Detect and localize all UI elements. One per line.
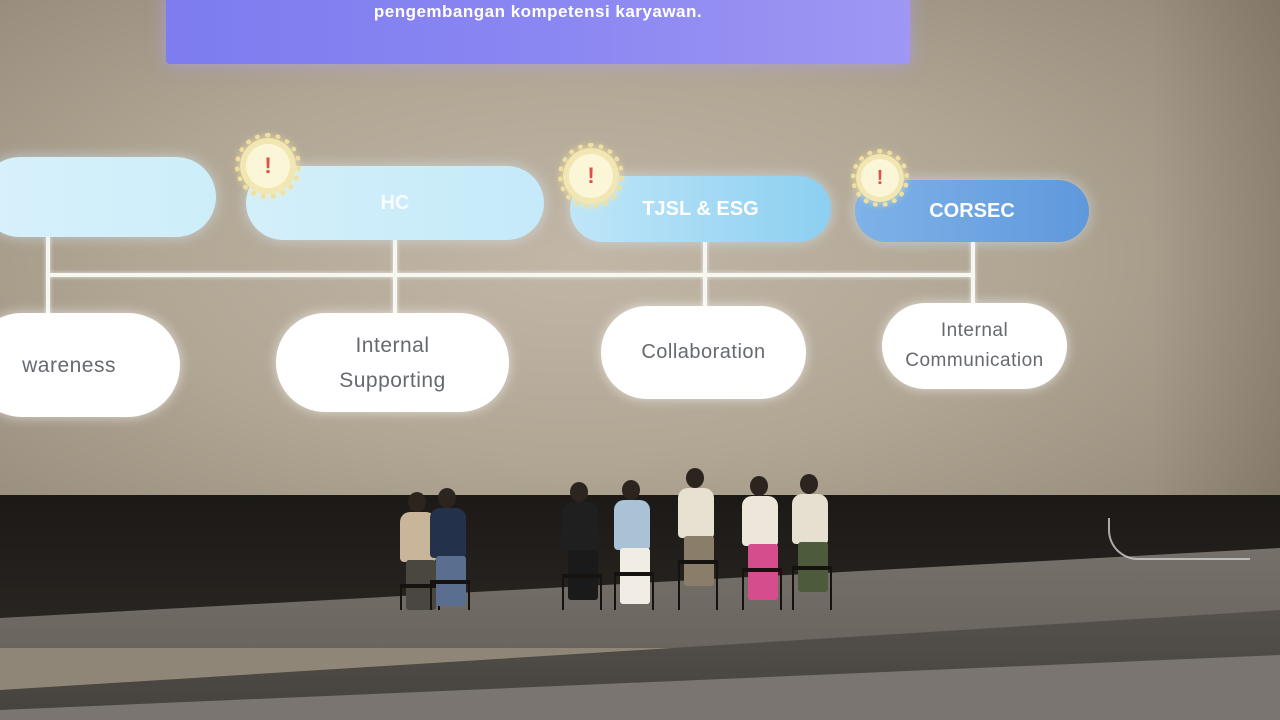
topic-pill-collaboration-label: Collaboration [641,341,766,363]
connector-2 [393,240,397,314]
exclamation-icon: ! [876,166,884,189]
panelist-torso [792,494,828,544]
connector-3 [703,241,707,307]
exclamation-icon: ! [264,153,272,178]
gear-alert-icon: ! [851,149,909,207]
panelist-head [622,480,640,500]
topic-pill-internal-communication: Internal Communication [882,303,1067,389]
panelist-head [570,482,588,502]
slide-banner: pengembangan kompetensi karyawan. [166,0,910,64]
category-pill-corsec: CORSEC [855,180,1089,242]
panelist-torso [562,502,598,552]
stool [742,568,782,610]
panelist-head [750,476,768,496]
connector-horizontal [48,273,974,277]
category-pill-tjsl-esg-label: TJSL & ESG [642,197,759,220]
gear-alert-icon: ! [558,143,624,209]
topic-pill-internal-communication-label: Internal Communication [905,320,1044,371]
gear-alert-icon: ! [235,133,301,199]
topic-pill-internal-supporting: Internal Supporting [276,313,509,412]
stage-cable [1108,518,1250,560]
connector-4 [971,241,975,304]
panelist-torso [430,508,466,558]
topic-pill-awareness: wareness [0,313,180,417]
category-pill-hc-label: HC [380,191,410,214]
exclamation-icon: ! [587,163,595,188]
topic-pill-collaboration: Collaboration [601,306,806,399]
connector-1 [46,236,50,314]
stool [678,560,718,610]
stool [562,574,602,610]
screen-shadow-edge [1150,0,1280,500]
projection-screen: pengembangan kompetensi karyawan. HC TJS… [0,0,1280,575]
topic-pill-internal-supporting-label: Internal Supporting [339,333,446,392]
panelist-head [408,492,426,512]
panelist-torso [742,496,778,546]
stool [430,580,470,610]
panelist-torso [614,500,650,550]
panelist-legs [748,544,778,600]
category-pill-1 [0,157,216,237]
panelist-legs [620,548,650,604]
topic-pill-awareness-label: wareness [22,353,116,377]
category-pill-corsec-label: CORSEC [929,199,1015,222]
panelist-head [686,468,704,488]
panelist-torso [678,488,714,538]
banner-text: pengembangan kompetensi karyawan. [373,2,703,21]
stool [614,572,654,610]
panelist-head [800,474,818,494]
panelist-head [438,488,456,508]
stool [792,566,832,610]
